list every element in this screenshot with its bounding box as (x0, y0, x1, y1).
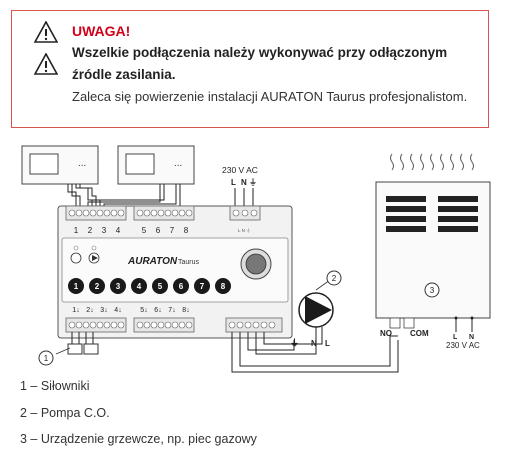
legend-item: 2 – Pompa C.O. (20, 406, 110, 420)
heating-device (375, 153, 491, 329)
zone-button-label: 3 (116, 282, 121, 291)
terminal-number: 1 (74, 226, 79, 235)
callout-3-label: 3 (430, 286, 435, 295)
legend-item: 3 – Urządzenie grzewcze, np. piec gazowy (20, 432, 257, 446)
callout-1-label: 1 (44, 354, 49, 363)
zone-button-label: 5 (158, 282, 163, 291)
zone-button-label: 4 (137, 282, 142, 291)
terminal-number: 4 (116, 226, 121, 235)
heater-power (454, 316, 474, 332)
power-terminal-L: L (231, 178, 236, 187)
bottom-terminal-label: 8↓ (182, 307, 189, 314)
power-label: 230 V AC (222, 165, 258, 175)
warning-text: Zaleca się powierzenie instalacji AURATO… (72, 89, 468, 104)
warning-triangle-icon (34, 53, 58, 75)
legend-item: 1 – Siłowniki (20, 379, 90, 393)
zone-button-label: 7 (200, 282, 205, 291)
callout-3 (424, 282, 440, 298)
power-wires (234, 188, 254, 208)
led-indicator (91, 245, 97, 251)
thermostat-dots: ... (174, 158, 182, 169)
terminal-number: 6 (156, 226, 161, 235)
bottom-terminal-label: 4↓ (114, 307, 121, 314)
thermostat-dots: ... (78, 158, 86, 169)
zone-button-label: 1 (74, 282, 79, 291)
power-terminal-N: N (241, 178, 247, 187)
terminal-number: 3 (102, 226, 107, 235)
callout-2 (326, 270, 342, 286)
warning-bold-text: Wszelkie podłączenia należy wykonywać pr… (72, 45, 448, 82)
terminal-number: 7 (170, 226, 175, 235)
warning-box: UWAGA! Wszelkie podłączenia należy wykon… (11, 10, 489, 128)
pump-terminal-L: L (325, 339, 330, 348)
zone-button-label: 8 (221, 282, 226, 291)
led-indicator (73, 245, 79, 251)
bottom-terminal-label: 6↓ (154, 307, 161, 314)
bottom-terminal-label: 3↓ (100, 307, 107, 314)
callout-2-label: 2 (332, 274, 337, 283)
zone-button-label: 6 (179, 282, 184, 291)
warning-title: UWAGA! (72, 23, 131, 39)
bottom-terminal-label: 1↓ (72, 307, 79, 314)
bottom-terminal-label: 5↓ (140, 307, 147, 314)
heater-terminal-COM: COM (410, 329, 429, 338)
warning-triangle-icon (34, 21, 58, 43)
output-wires (231, 327, 399, 373)
zone-buttons: 1 2 3 4 5 6 7 8 (68, 278, 231, 294)
heater-power-N: N (469, 334, 474, 341)
callout-1 (38, 350, 54, 366)
thermostat-left: ... (21, 145, 99, 185)
pump-terminal-ground: ⏚ (290, 338, 299, 348)
terminal-number: 5 (142, 226, 147, 235)
power-terminal-ground: ⏚ (249, 178, 257, 187)
thermostat-wires (67, 184, 181, 208)
heater-terminal-NO: NO (380, 329, 392, 338)
brand-label: AURATON (127, 256, 178, 267)
model-label: Taurus (178, 259, 200, 266)
terminal-number: 8 (184, 226, 189, 235)
heater-power-L: L (453, 334, 458, 341)
terminal-number: 2 (88, 226, 93, 235)
power-mini-label: L N ⏚ (238, 227, 251, 233)
bottom-terminal-label: 2↓ (86, 307, 93, 314)
controller-auraton-taurus: 1 2 3 4 5 6 7 8 L N ⏚ AURATON Taurus (57, 205, 293, 339)
mode-icon (70, 252, 82, 264)
zone-button-label: 2 (95, 282, 100, 291)
pump (298, 279, 334, 328)
actuator-plugs (55, 332, 99, 355)
bottom-terminal-label: 7↓ (168, 307, 175, 314)
thermostat-right: ... (117, 145, 195, 185)
heater-power-label: 230 V AC (446, 341, 480, 350)
wiring-diagram: ... ... 230 V AC L N ⏚ (21, 145, 491, 373)
